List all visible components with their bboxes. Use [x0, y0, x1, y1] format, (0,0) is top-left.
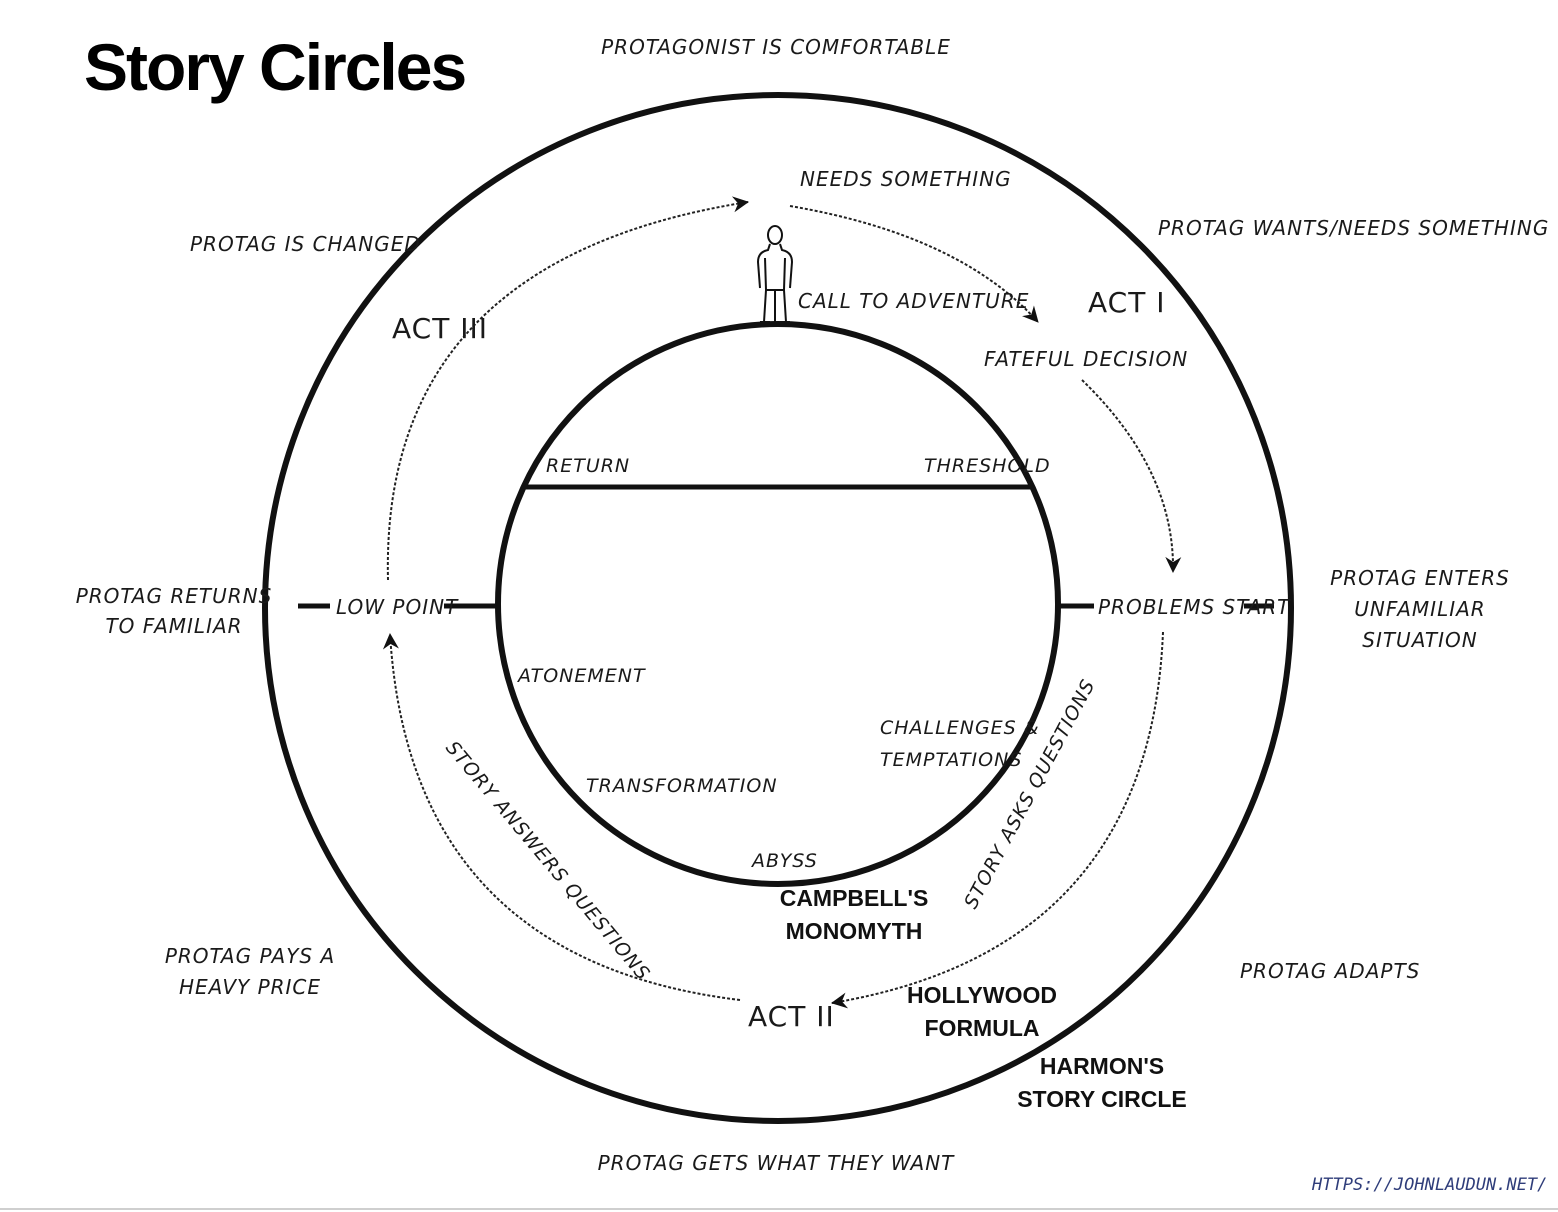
label-harmon-1: HARMON'S — [1040, 1053, 1164, 1079]
label-return: RETURN — [546, 455, 630, 477]
label-call-to-adventure: CALL TO ADVENTURE — [798, 289, 1029, 313]
label-protag-adapts: PROTAG ADAPTS — [1240, 959, 1420, 983]
label-protag-changed: PROTAG IS CHANGED — [190, 232, 421, 256]
label-needs-something: NEEDS SOMETHING — [800, 167, 1012, 191]
arrow-needs-to-decision — [789, 205, 1039, 323]
label-act-3: ACT III — [392, 312, 488, 345]
label-protag-returns-1: PROTAG RETURNS — [76, 584, 273, 608]
label-act-1: ACT I — [1088, 286, 1165, 319]
label-atonement: ATONEMENT — [516, 665, 646, 687]
label-campbell-2: MONOMYTH — [786, 918, 923, 944]
label-challenges-2: TEMPTATIONS — [880, 749, 1022, 771]
label-fateful-decision: FATEFUL DECISION — [984, 347, 1188, 371]
label-act-2: ACT II — [748, 1000, 835, 1033]
label-problems-start: PROBLEMS START — [1098, 595, 1291, 619]
label-campbell-1: CAMPBELL'S — [780, 885, 929, 911]
label-harmon-2: STORY CIRCLE — [1017, 1086, 1187, 1112]
label-protag-enters-1: PROTAG ENTERS — [1330, 566, 1510, 590]
label-low-point: LOW POINT — [336, 595, 459, 619]
label-abyss: ABYSS — [750, 850, 818, 872]
label-protag-enters-2: UNFAMILIAR — [1354, 597, 1485, 621]
label-protag-wants: PROTAG WANTS/NEEDS SOMETHING — [1158, 216, 1549, 240]
inner-circle — [495, 321, 1061, 887]
arrow-decision-to-problems — [1081, 379, 1182, 573]
protagonist-figure-icon — [756, 225, 794, 323]
footer-url: HTTPS://JOHNLAUDUN.NET/ — [1311, 1175, 1547, 1195]
outer-circle — [262, 92, 1294, 1124]
label-protag-gets: PROTAG GETS WHAT THEY WANT — [598, 1151, 956, 1175]
arrow-lowpoint-to-top — [386, 196, 749, 581]
label-protag-pays-2: HEAVY PRICE — [179, 975, 321, 999]
page-title: Story Circles — [84, 30, 465, 104]
label-threshold: THRESHOLD — [924, 455, 1051, 477]
label-protag-pays-1: PROTAG PAYS A — [165, 944, 335, 968]
label-hollywood-2: FORMULA — [925, 1015, 1040, 1041]
label-transformation: TRANSFORMATION — [586, 775, 778, 797]
label-protagonist-comfortable: PROTAGONIST IS COMFORTABLE — [601, 35, 951, 59]
label-challenges-1: CHALLENGES & — [880, 717, 1040, 739]
arrow-act2-to-lowpoint — [382, 633, 741, 1001]
label-hollywood-1: HOLLYWOOD — [907, 982, 1057, 1008]
label-protag-enters-3: SITUATION — [1362, 628, 1478, 652]
label-protag-returns-2: TO FAMILIAR — [105, 614, 242, 638]
arrow-problems-to-act2 — [831, 631, 1164, 1009]
